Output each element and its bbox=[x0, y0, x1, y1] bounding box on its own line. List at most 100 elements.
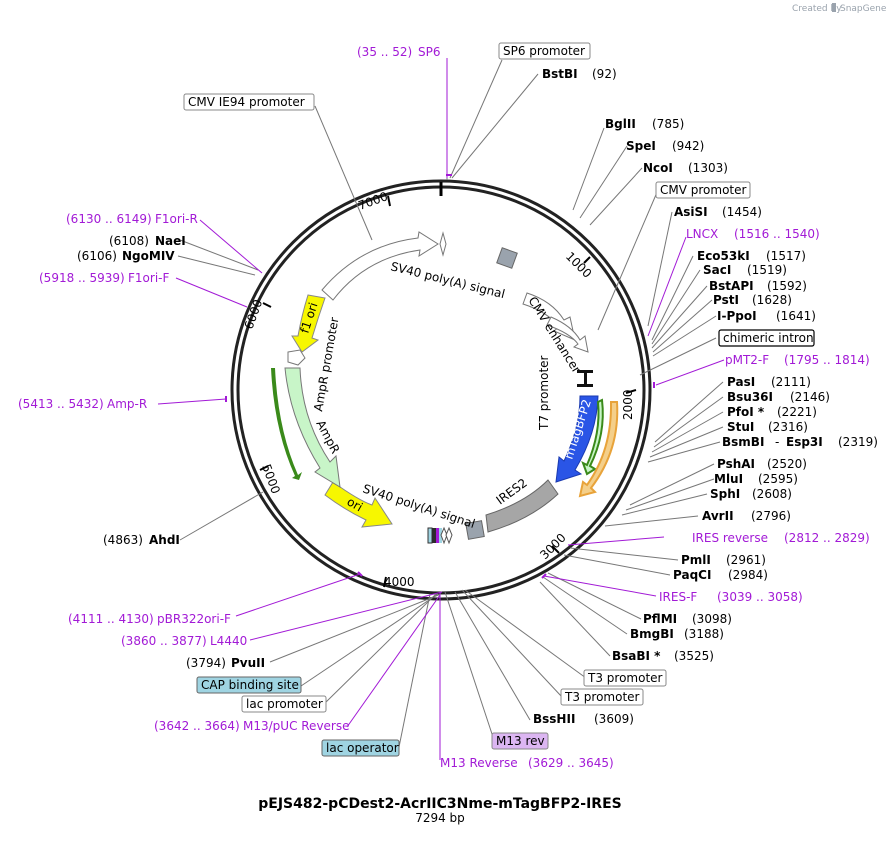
feature-ori: ori bbox=[345, 494, 366, 514]
tick-2000: 2000 bbox=[621, 389, 635, 420]
primer-f1ori-r-name: F1ori-R bbox=[155, 212, 198, 226]
label-cap-binding-site: CAP binding site bbox=[201, 678, 299, 692]
site-pvuii: PvuII bbox=[231, 656, 265, 670]
box-sp6-promoter bbox=[498, 42, 591, 60]
cmv-enhancer-arrow-b bbox=[546, 316, 589, 353]
label-m13-rev: M13 rev bbox=[496, 734, 545, 748]
primer-lncx-name: LNCX bbox=[686, 227, 718, 241]
site-bstapi: BstAPI bbox=[709, 279, 754, 293]
site-bsshii-pos: (3609) bbox=[594, 712, 634, 726]
t7-promoter-icon bbox=[577, 370, 593, 387]
feature-ampr-promoter: AmpR promoter bbox=[311, 316, 341, 412]
site-saci-pos: (1519) bbox=[747, 263, 787, 277]
site-sphi-pos: (2608) bbox=[752, 487, 792, 501]
primer-ires-f-name: IRES-F bbox=[659, 590, 697, 604]
site-eco53ki-pos: (1517) bbox=[766, 249, 806, 263]
site-pfoi-pos: (2221) bbox=[777, 405, 817, 419]
site-pasi-pos: (2111) bbox=[771, 375, 811, 389]
primer-pmt2-f-name: pMT2-F bbox=[725, 353, 769, 367]
connector-lines bbox=[177, 59, 724, 748]
label-lac-promoter: lac promoter bbox=[246, 697, 323, 711]
label-chimeric-intron: chimeric intron bbox=[723, 331, 814, 345]
site-i-ppoi-pos: (1641) bbox=[776, 309, 816, 323]
green-arrow bbox=[581, 398, 604, 476]
snapgene-logo-icon bbox=[832, 3, 836, 12]
site-bsu36i: Bsu36I bbox=[727, 390, 773, 404]
site-bstapi-pos: (1592) bbox=[767, 279, 807, 293]
f1-ori-arrow bbox=[291, 294, 326, 353]
site-pasi: PasI bbox=[727, 375, 755, 389]
primer-amp-r-name: Amp-R bbox=[107, 397, 147, 411]
primer-pbr322ori-range: (4111 .. 4130) bbox=[68, 612, 154, 626]
site-bstbi: BstBI bbox=[542, 67, 578, 81]
primer-f1ori-r-range: (6130 .. 6149) bbox=[66, 212, 152, 226]
site-paqci: PaqCI bbox=[673, 568, 711, 582]
credit-brand: SnapGene bbox=[840, 4, 887, 14]
ampr-green-arrow bbox=[271, 368, 302, 480]
label-t3-promoter-1: T3 promoter bbox=[587, 671, 663, 685]
primer-sp6-range: (35 .. 52) bbox=[357, 45, 412, 59]
site-mlui-pos: (2595) bbox=[758, 472, 798, 486]
site-ncoi-pos: (1303) bbox=[688, 161, 728, 175]
site-pshai: PshAI bbox=[717, 457, 755, 471]
primer-m13-reverse-name: M13 Reverse bbox=[440, 756, 518, 770]
ampr-promoter-arrow bbox=[287, 349, 306, 366]
sv40-top-arrow bbox=[321, 231, 439, 301]
primer-f1ori-f-name: F1ori-F bbox=[128, 271, 169, 285]
site-pfoi: PfoI * bbox=[727, 405, 765, 419]
primer-l4440-range: (3860 .. 3877) bbox=[121, 634, 207, 648]
site-avrii-pos: (2796) bbox=[751, 509, 791, 523]
box-t3-promoter-1 bbox=[583, 669, 667, 687]
site-ngomiv: NgoMIV bbox=[122, 249, 175, 263]
site-bsu36i-pos: (2146) bbox=[790, 390, 830, 404]
site-bmgbi-pos: (3188) bbox=[684, 627, 724, 641]
site-i-ppoi: I-PpoI bbox=[717, 309, 757, 323]
mtagbfp2-arrow bbox=[555, 395, 599, 483]
orange-arrow bbox=[578, 401, 619, 498]
site-ahdi-pos: (4863) bbox=[103, 533, 143, 547]
label-cmv-promoter: CMV promoter bbox=[660, 183, 747, 197]
tick-marks bbox=[259, 195, 637, 588]
primer-m13-reverse-range: (3629 .. 3645) bbox=[528, 756, 614, 770]
primer-l4440-name: L4440 bbox=[210, 634, 247, 648]
tick-5000: 5000 bbox=[259, 462, 283, 495]
site-pmli: PmlI bbox=[681, 553, 711, 567]
label-cmv-ie94: CMV IE94 promoter bbox=[188, 95, 305, 109]
site-pmli-pos: (2961) bbox=[726, 553, 766, 567]
site-esp3i: Esp3I bbox=[786, 435, 823, 449]
site-bsmbi-dash: - bbox=[775, 435, 779, 449]
primer-m13puc-range: (3642 .. 3664) bbox=[154, 719, 240, 733]
site-pvuii-pos: (3794) bbox=[186, 656, 226, 670]
box-cap-binding-site bbox=[196, 676, 302, 694]
plasmid-title: pEJS482-pCDest2-AcrIIC3Nme-mTagBFP2-IRES bbox=[258, 796, 621, 812]
feature-small-gray-box bbox=[496, 247, 518, 269]
ires2-block bbox=[485, 479, 559, 533]
site-pshai-pos: (2520) bbox=[767, 457, 807, 471]
site-bsabi-pos: (3525) bbox=[674, 649, 714, 663]
ampr-arrow bbox=[284, 367, 341, 488]
feature-t7-promoter: T7 promoter bbox=[537, 355, 551, 431]
sv40-bottom-markers bbox=[427, 526, 453, 545]
site-ncoi: NcoI bbox=[643, 161, 673, 175]
site-pflmi-pos: (3098) bbox=[692, 612, 732, 626]
site-stui: StuI bbox=[727, 420, 754, 434]
box-lac-promoter bbox=[241, 695, 327, 713]
site-bglii: BglII bbox=[605, 117, 636, 131]
site-eco53ki: Eco53kI bbox=[697, 249, 750, 263]
label-lac-operator: lac operator bbox=[326, 741, 399, 755]
primer-f1ori-f-range: (5918 .. 5939) bbox=[39, 271, 125, 285]
site-asisi-pos: (1454) bbox=[722, 205, 762, 219]
primer-amp-r-range: (5413 .. 5432) bbox=[18, 397, 104, 411]
site-bsmbi-pos: (2319) bbox=[838, 435, 878, 449]
site-stui-pos: (2316) bbox=[768, 420, 808, 434]
site-paqci-pos: (2984) bbox=[728, 568, 768, 582]
feature-sv40-top: SV40 poly(A) signal bbox=[389, 259, 506, 301]
site-naei: NaeI bbox=[155, 234, 186, 248]
credit-created-by: Created by bbox=[792, 4, 842, 14]
site-bstbi-pos: (92) bbox=[592, 67, 617, 81]
site-ngomiv-pos: (6106) bbox=[77, 249, 117, 263]
label-t3-promoter-2: T3 promoter bbox=[564, 690, 640, 704]
ori-arrow bbox=[324, 481, 393, 528]
label-sp6-promoter: SP6 promoter bbox=[503, 44, 585, 58]
